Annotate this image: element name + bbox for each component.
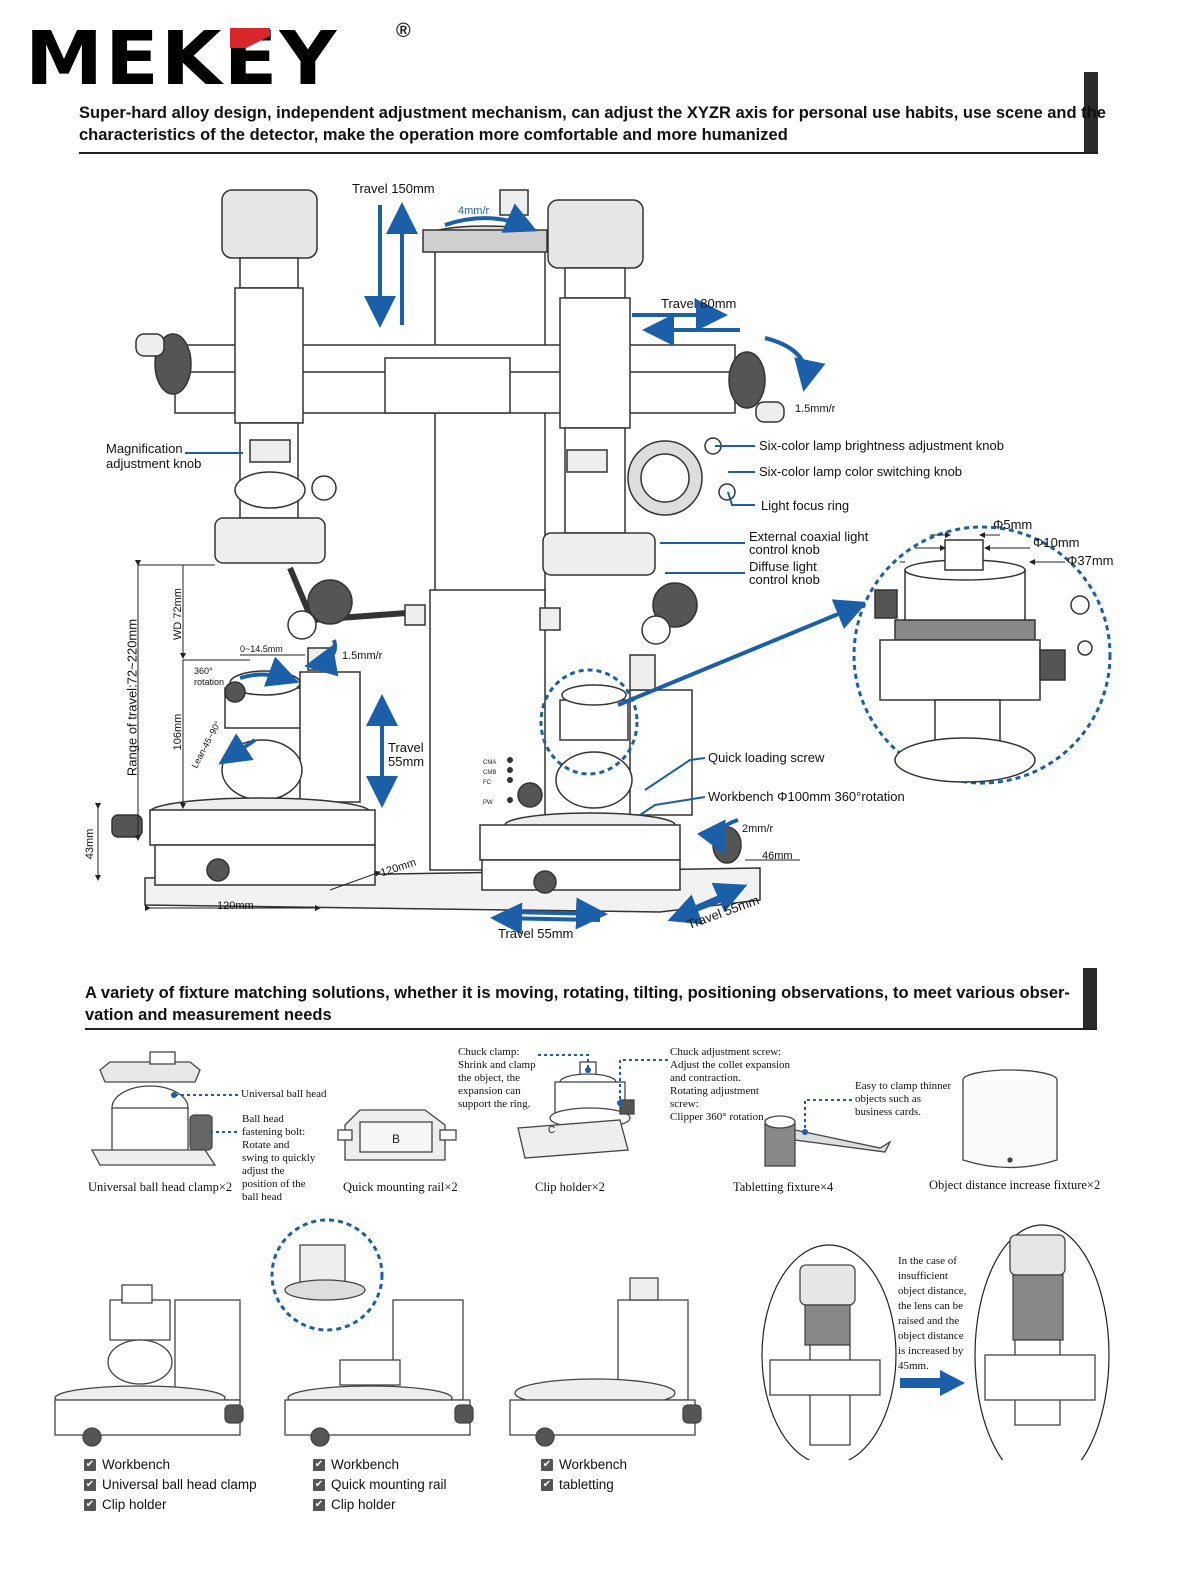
ball-head-label: Universal ball head	[241, 1088, 327, 1100]
microscope-diagram: CMA CMB FC PW	[95, 189, 1112, 935]
combo-1-item: ✔Clip holder	[84, 1497, 167, 1512]
registered-mark: ®	[396, 20, 411, 42]
rate-15-label-a: 1.5mm/r	[795, 403, 836, 415]
check-icon: ✔	[84, 1498, 96, 1511]
check-icon: ✔	[313, 1458, 325, 1471]
workbench-rotation-label: Workbench Φ100mm 360°rotation	[708, 789, 905, 804]
combo-1-item: ✔Universal ball head clamp	[84, 1477, 257, 1492]
brand-name: MEKEY	[25, 16, 339, 102]
section1-rule	[79, 152, 1098, 154]
check-icon: ✔	[313, 1498, 325, 1511]
combo-3-item: ✔Workbench	[541, 1457, 628, 1472]
brand-logo: MEKEY	[25, 22, 338, 96]
travel-80-label: Travel 80mm	[661, 296, 737, 311]
six-color-switch-label: Six-color lamp color switching knob	[759, 464, 963, 479]
combo-2-item: ✔Clip holder	[313, 1497, 396, 1512]
check-icon: ✔	[84, 1478, 96, 1491]
section1-side-bar	[1084, 72, 1098, 154]
combo-3-list: ✔Workbench ✔tabletting	[541, 1457, 627, 1492]
section2-rule	[85, 1028, 1097, 1030]
range-travel-label: Range of travel:72~220mm	[124, 618, 140, 777]
rail-letter: B	[392, 1132, 401, 1146]
combo-2-item: ✔Workbench	[313, 1457, 400, 1472]
w120-label-a: 120mm	[217, 900, 254, 912]
panel-label-cmb: CMB	[483, 770, 496, 776]
wd-label: WD 72mm	[172, 588, 184, 640]
section2-headline: A variety of fixture matching solutions,…	[85, 984, 1070, 1024]
combinations-illustration	[54, 1218, 1110, 1460]
combo-2-list: ✔Workbench ✔Quick mounting rail ✔Clip ho…	[313, 1457, 447, 1512]
rate-15-label-b: 1.5mm/r	[342, 650, 383, 662]
combo-3-item: ✔tabletting	[541, 1477, 614, 1492]
quick-loading-screw-label: Quick loading screw	[708, 750, 825, 765]
panel-label-fc: FC	[483, 780, 492, 786]
check-icon: ✔	[541, 1478, 553, 1491]
check-icon: ✔	[541, 1458, 553, 1471]
combo-1-list: ✔Workbench ✔Universal ball head clamp ✔C…	[84, 1457, 257, 1512]
panel-label-pw: PW	[483, 800, 493, 806]
travel-150-label: Travel 150mm	[352, 181, 435, 196]
clip-caption: Clip holder×2	[535, 1180, 605, 1194]
h43-label: 43mm	[84, 828, 96, 860]
phi37-label: Φ37mm	[1067, 553, 1114, 568]
phi5-label: Φ5mm	[993, 517, 1033, 532]
clip-letter: C	[548, 1125, 556, 1136]
chuck-adjust-note: Chuck adjustment screw:Adjust the collet…	[670, 1046, 791, 1123]
section2-side-bar	[1083, 968, 1097, 1030]
phi10-label: Φ10mm	[1033, 535, 1080, 550]
travel-55-horizontal-label: Travel 55mm	[498, 926, 574, 941]
h106-label: 106mm	[172, 713, 184, 751]
ball-head-caption: Universal ball head clamp×2	[88, 1180, 233, 1194]
logo-red-accent	[230, 28, 270, 48]
light-focus-ring-label: Light focus ring	[761, 498, 850, 513]
tablet-caption: Tabletting fixture×4	[733, 1180, 834, 1194]
combo-2-item: ✔Quick mounting rail	[313, 1477, 447, 1492]
rate-2mm-label: 2mm/r	[742, 823, 774, 835]
distance-caption: Object distance increase fixture×2	[929, 1178, 1101, 1192]
rate-4mm-label: 4mm/r	[458, 205, 490, 217]
combo-1-item: ✔Workbench	[84, 1457, 171, 1472]
rail-caption: Quick mounting rail×2	[343, 1180, 458, 1194]
panel-label-cma: CMA	[483, 760, 496, 766]
check-icon: ✔	[313, 1478, 325, 1491]
check-icon: ✔	[84, 1458, 96, 1471]
six-color-brightness-label: Six-color lamp brightness adjustment kno…	[759, 438, 1004, 453]
section1-headline: Super-hard alloy design, independent adj…	[79, 104, 1106, 144]
h46-label: 46mm	[762, 850, 793, 862]
range-0-14-label: 0~14.5mm	[240, 644, 283, 654]
fixtures-illustration	[90, 1051, 1058, 1169]
rotation-360-label: 360°rotation	[194, 666, 225, 687]
